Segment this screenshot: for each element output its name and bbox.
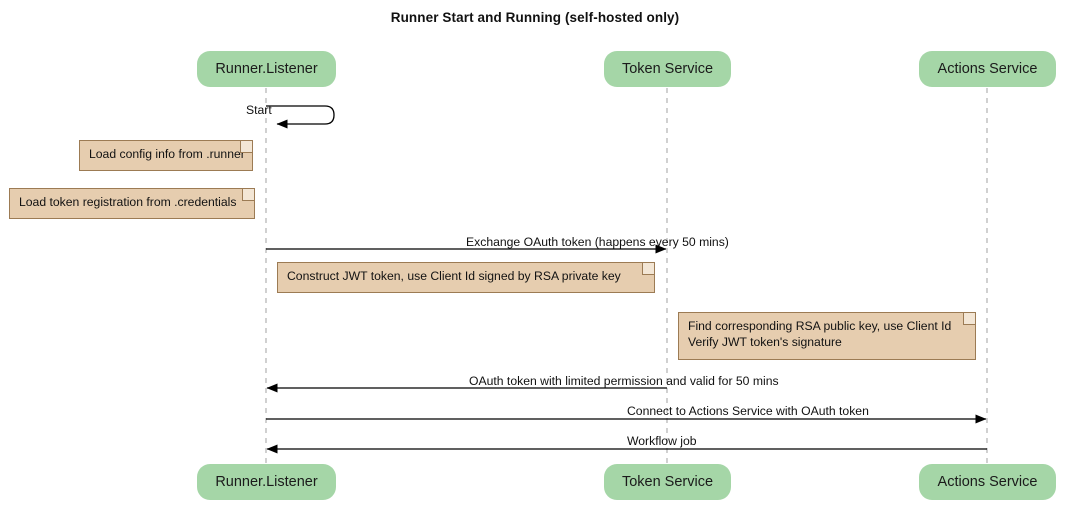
note-text: Load config info from .runner xyxy=(89,147,245,161)
participant-label: Token Service xyxy=(621,474,714,490)
participant-header-runner[interactable]: Runner.Listener xyxy=(197,51,336,87)
participant-header-actions[interactable]: Actions Service xyxy=(919,51,1056,87)
note-text: Construct JWT token, use Client Id signe… xyxy=(287,269,621,283)
note-fold-corner-icon xyxy=(642,263,654,275)
participant-label: Runner.Listener xyxy=(215,474,318,490)
note-fold-corner-icon xyxy=(240,141,252,153)
message-arrow-start xyxy=(266,105,335,129)
note-verify-jwt-token: Find corresponding RSA public key, use C… xyxy=(678,312,976,360)
note-fold-corner-icon xyxy=(963,313,975,325)
participant-label: Actions Service xyxy=(937,61,1038,77)
note-load-token-registration: Load token registration from .credential… xyxy=(9,188,255,219)
participant-footer-runner[interactable]: Runner.Listener xyxy=(197,464,336,500)
participant-label: Token Service xyxy=(621,61,714,77)
message-arrows xyxy=(266,105,987,454)
participant-label: Runner.Listener xyxy=(215,61,318,77)
participant-footer-actions[interactable]: Actions Service xyxy=(919,464,1056,500)
page-title: Runner Start and Running (self-hosted on… xyxy=(390,10,680,25)
participant-header-token[interactable]: Token Service xyxy=(604,51,731,87)
note-load-config: Load config info from .runner xyxy=(79,140,253,171)
participant-footer-token[interactable]: Token Service xyxy=(604,464,731,500)
note-construct-jwt-token: Construct JWT token, use Client Id signe… xyxy=(277,262,655,293)
note-text: Find corresponding RSA public key, use C… xyxy=(688,319,952,349)
note-fold-corner-icon xyxy=(242,189,254,201)
lifelines xyxy=(265,88,988,464)
note-text: Load token registration from .credential… xyxy=(19,195,237,209)
participant-label: Actions Service xyxy=(937,474,1038,490)
